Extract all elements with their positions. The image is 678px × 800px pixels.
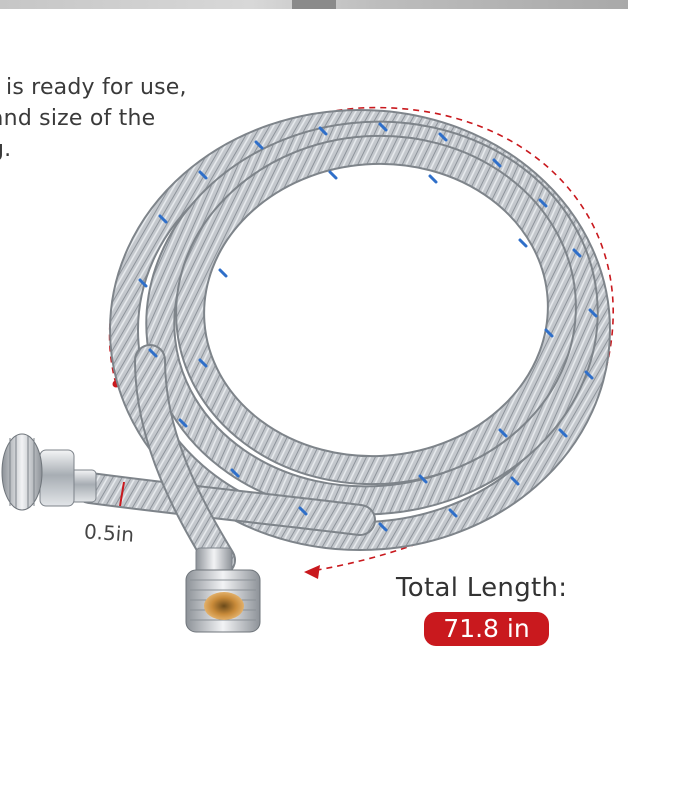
bottom-hose-fitting [185, 547, 261, 633]
diameter-label: 0.5in [83, 519, 135, 547]
description-line-3: g. [0, 137, 12, 162]
top-photo-strip [0, 0, 628, 9]
diameter-marker [119, 481, 125, 507]
description-line-2: and size of the [0, 106, 156, 131]
description-line-1: t is ready for use, [0, 75, 187, 100]
arc-end-arrow [304, 565, 320, 579]
product-description: t is ready for use, and size of the g. [0, 72, 230, 165]
blue-thread-flecks [138, 122, 598, 532]
top-photo-strip-dark [292, 0, 336, 9]
left-hose-fitting [1, 433, 97, 511]
total-length-label: Total Length: [396, 573, 568, 603]
total-length-badge: 71.8 in [424, 612, 549, 646]
